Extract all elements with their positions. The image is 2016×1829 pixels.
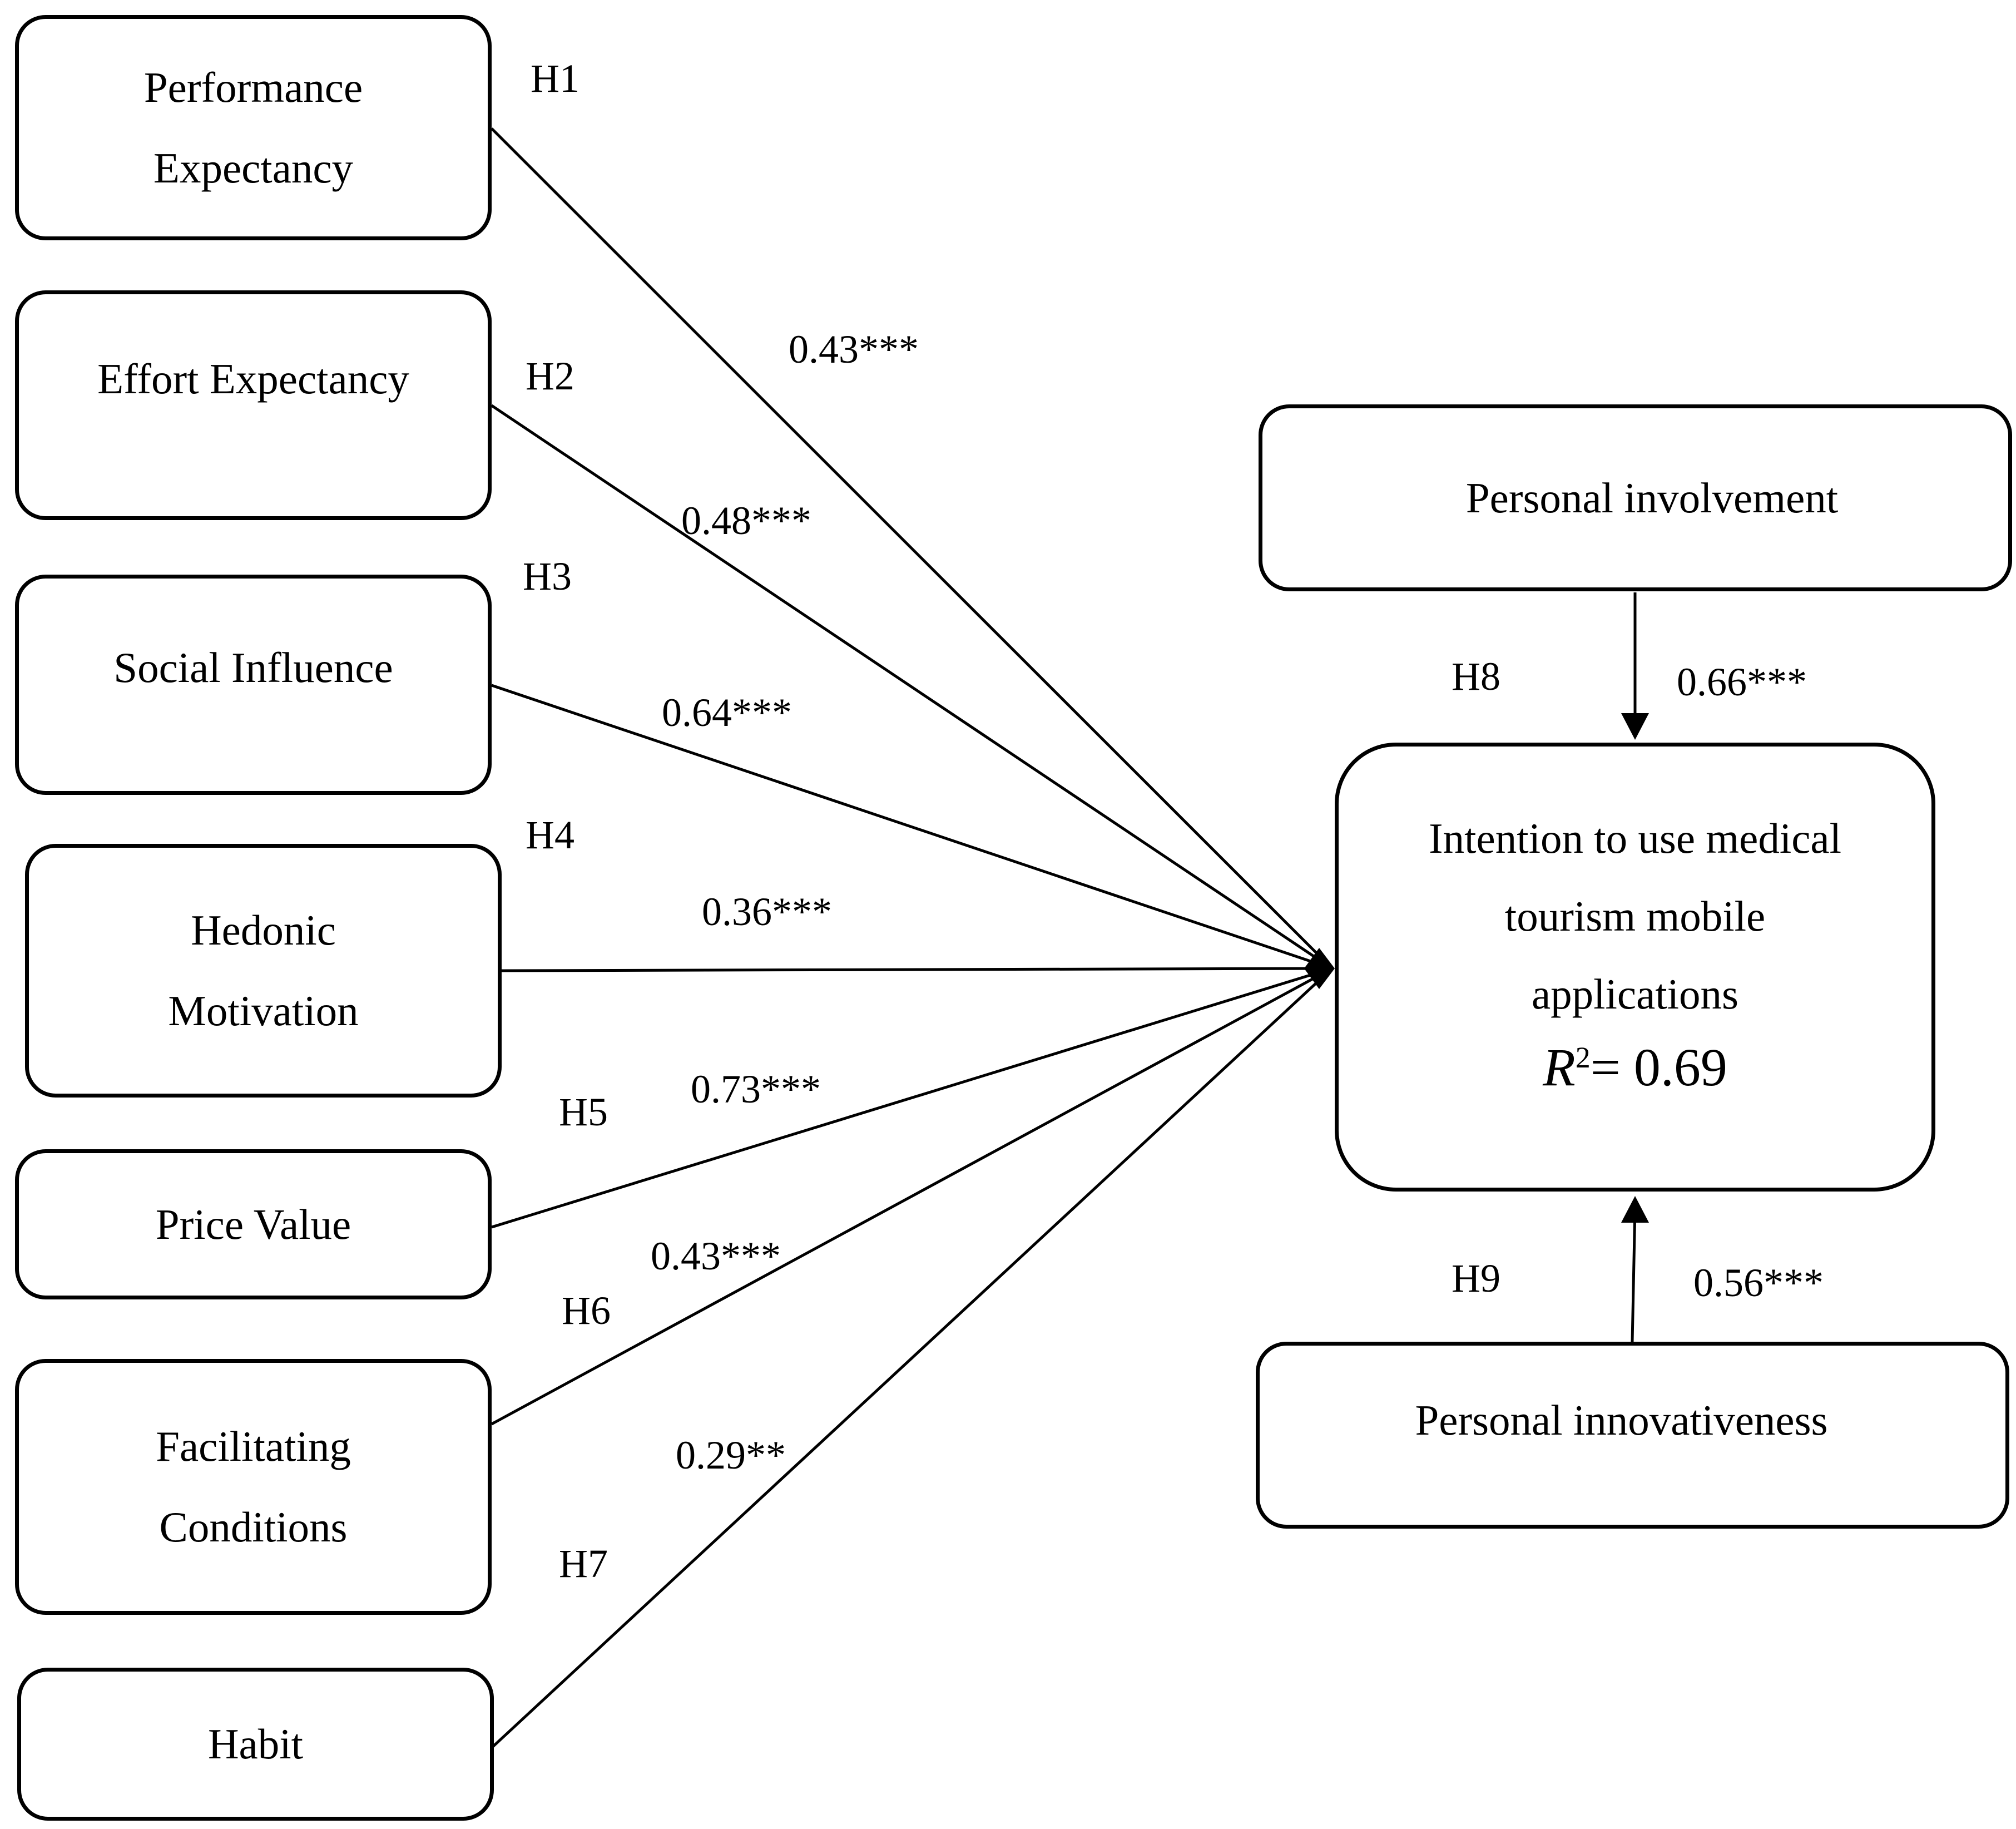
path-h9-arrow (1631, 1207, 1637, 1342)
box-hedonic-motivation-line2: Motivation (168, 987, 359, 1035)
hypothesis-h1-label: H1 (531, 56, 579, 101)
hypothesis-h3-label: H3 (523, 554, 572, 599)
hypothesis-h9-label: H9 (1452, 1256, 1500, 1301)
box-personal-innovativeness: Personal innovativeness (1256, 1342, 2009, 1529)
path-h3-line (491, 684, 1333, 970)
coefficient-h9: 0.56*** (1693, 1260, 1824, 1305)
path-h2-line (491, 404, 1333, 970)
path-h9-arrowhead (1621, 1196, 1649, 1223)
r-squared: R2= 0.69 (1543, 1035, 1727, 1099)
hypothesis-h2-label: H2 (526, 354, 574, 398)
box-personal-innovativeness-label: Personal innovativeness (1415, 1396, 1828, 1444)
box-habit: Habit (17, 1668, 494, 1821)
box-performance-expectancy-line2: Expectancy (153, 144, 354, 192)
box-price-value-line1: Price Value (155, 1200, 351, 1248)
path-h7-line (491, 967, 1333, 1749)
hypothesis-h6-label: H6 (562, 1288, 611, 1333)
box-hedonic-motivation: Hedonic Motivation (25, 844, 502, 1098)
box-intention-line3: applications (1531, 970, 1739, 1019)
hypothesis-h4-label: H4 (526, 813, 574, 857)
coefficient-h7: 0.29** (676, 1433, 786, 1477)
coefficient-h2: 0.48*** (681, 498, 811, 543)
box-facilitating-conditions-line2: Conditions (159, 1503, 348, 1551)
box-effort-expectancy-line1: Effort Expectancy (97, 355, 409, 403)
box-social-influence: Social Influence (15, 575, 492, 795)
box-facilitating-conditions: Facilitating Conditions (15, 1359, 492, 1615)
path-h8-arrowhead (1621, 713, 1649, 740)
coefficient-h1: 0.43*** (789, 327, 919, 372)
coefficient-h4: 0.36*** (702, 889, 832, 934)
hypothesis-h5-label: H5 (559, 1090, 608, 1134)
path-h1-line (491, 127, 1333, 970)
r-squared-symbol: R (1543, 1037, 1576, 1098)
box-facilitating-conditions-line1: Facilitating (156, 1422, 351, 1471)
box-performance-expectancy-line1: Performance (143, 63, 363, 111)
box-habit-line1: Habit (207, 1720, 304, 1768)
path-h5-line (491, 967, 1333, 1229)
box-personal-involvement-label: Personal involvement (1465, 473, 1839, 522)
path-h4-line (501, 967, 1333, 972)
coefficient-h3: 0.64*** (662, 690, 792, 735)
r-squared-value: = 0.69 (1590, 1037, 1727, 1098)
path-convergence-arrowhead (1304, 948, 1335, 989)
box-personal-involvement: Personal involvement (1259, 404, 2012, 591)
path-h6-line (491, 967, 1333, 1426)
coefficient-h5: 0.73*** (691, 1067, 821, 1111)
r-squared-superscript: 2 (1575, 1041, 1591, 1075)
box-intention-outcome: Intention to use medical tourism mobile … (1335, 743, 1935, 1192)
coefficient-h8: 0.66*** (1677, 660, 1807, 704)
box-performance-expectancy: Performance Expectancy (15, 15, 492, 240)
box-intention-line1: Intention to use medical (1429, 814, 1841, 862)
box-hedonic-motivation-line1: Hedonic (191, 906, 336, 955)
box-price-value: Price Value (15, 1149, 492, 1299)
box-social-influence-line1: Social Influence (113, 644, 393, 691)
hypothesis-h7-label: H7 (559, 1541, 608, 1586)
box-intention-line2: tourism mobile (1504, 892, 1766, 941)
coefficient-h6: 0.43*** (651, 1234, 781, 1278)
box-effort-expectancy: Effort Expectancy (15, 290, 492, 520)
hypothesis-h8-label: H8 (1452, 654, 1500, 699)
